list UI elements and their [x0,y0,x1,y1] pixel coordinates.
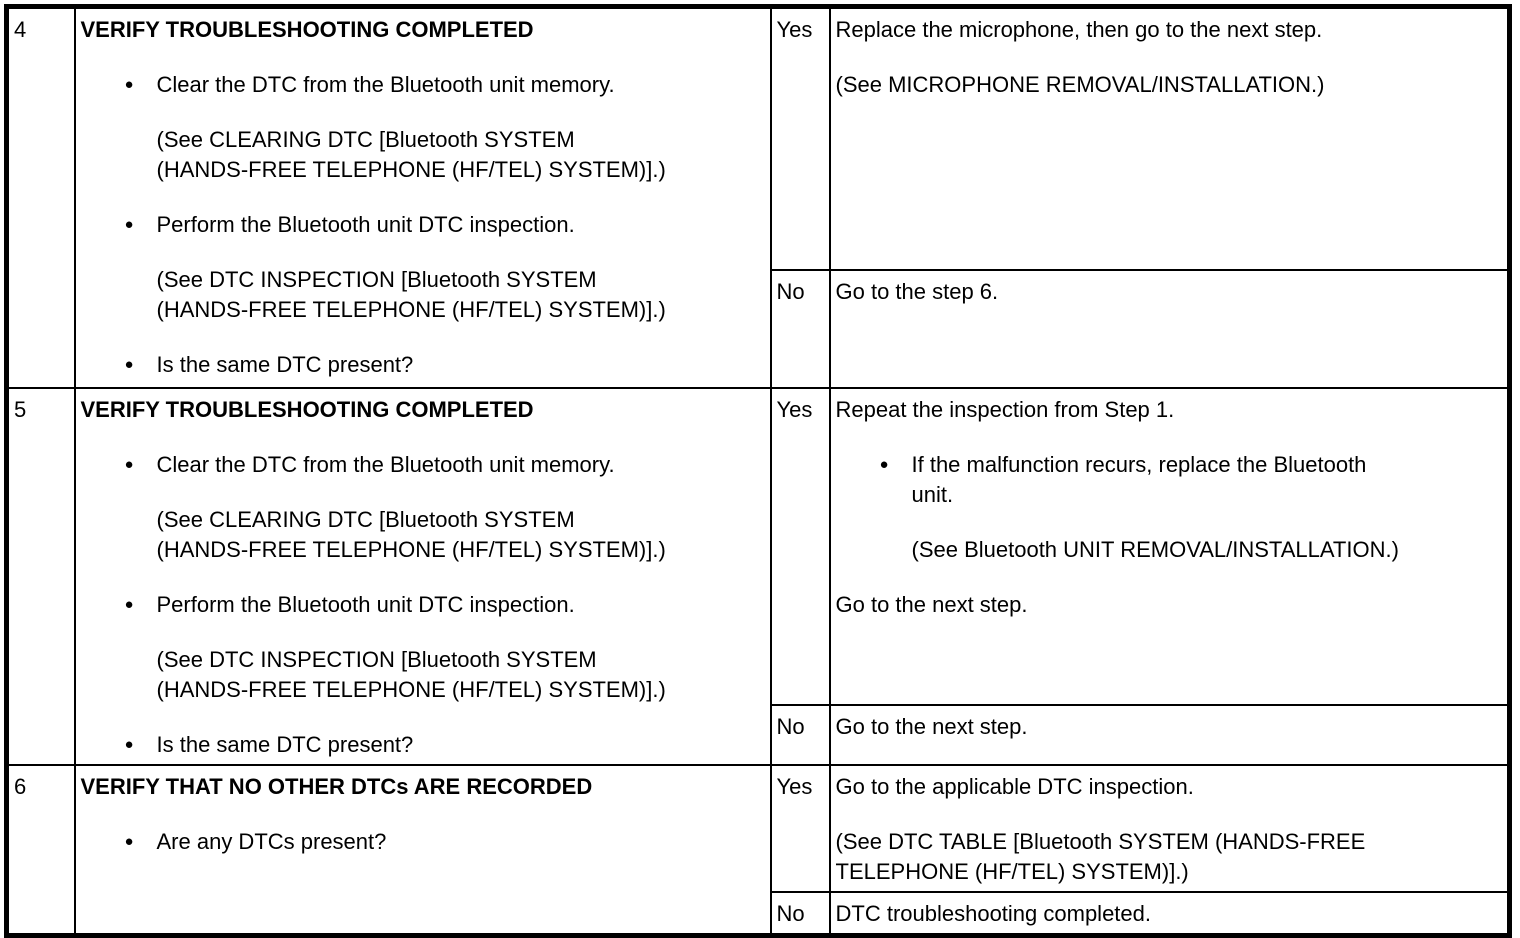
table-row: 5 VERIFY TROUBLESHOOTING COMPLETED ● Cle… [5,386,1511,766]
bullet-item: ● Are any DTCs present? [125,827,764,857]
bullet-text: Clear the DTC from the Bluetooth unit me… [156,72,615,97]
answer-yes-label: Yes [769,763,831,893]
inspection-cell: VERIFY THAT NO OTHER DTCs ARE RECORDED ●… [73,763,772,936]
bullet-item: ● Perform the Bluetooth unit DTC inspect… [125,590,764,620]
bullet-icon: ● [124,595,134,613]
inspection-title: VERIFY TROUBLESHOOTING COMPLETED [80,17,534,42]
bullet-icon: ● [879,455,889,473]
table-row: 4 VERIFY TROUBLESHOOTING COMPLETED ● Cle… [5,5,1511,389]
answer-yes-label: Yes [769,386,831,706]
bullet-text: If the malfunction recurs, replace the B… [911,451,1367,507]
action-cell-no: Go to the step 6. [828,268,1511,389]
see-reference: (See MICROPHONE REMOVAL/INSTALLATION.) [835,72,1325,97]
action-text: Replace the microphone, then go to the n… [835,17,1323,42]
action-text: Go to the next step. [835,713,1028,739]
bullet-item: ● Is the same DTC present? [125,350,764,380]
step-number: 5 [5,386,76,766]
bullet-icon: ● [124,735,134,753]
action-cell-yes: Replace the microphone, then go to the n… [828,5,1511,271]
bullet-icon: ● [124,356,134,373]
bullet-item: ● Clear the DTC from the Bluetooth unit … [125,70,764,100]
see-reference: (See DTC INSPECTION [Bluetooth SYSTEM (H… [156,267,666,322]
bullet-item: ● Perform the Bluetooth unit DTC inspect… [125,210,764,240]
action-cell-yes: Go to the applicable DTC inspection. (Se… [828,763,1511,893]
inspection-title: VERIFY TROUBLESHOOTING COMPLETED [80,396,534,422]
bullet-icon: ● [124,832,134,850]
see-reference: (See DTC TABLE [Bluetooth SYSTEM (HANDS-… [835,828,1366,884]
answer-no-label: No [769,703,831,766]
inspection-cell: VERIFY TROUBLESHOOTING COMPLETED ● Clear… [73,386,772,766]
bullet-item: ● Is the same DTC present? [125,730,764,760]
action-tail-text: Go to the next step. [835,591,1028,617]
answer-yes-label: Yes [769,5,831,271]
see-reference: (See DTC INSPECTION [Bluetooth SYSTEM (H… [156,646,666,702]
action-cell-no: Go to the next step. [828,703,1511,766]
see-reference: (See Bluetooth UNIT REMOVAL/INSTALLATION… [911,536,1399,562]
see-reference: (See CLEARING DTC [Bluetooth SYSTEM (HAN… [156,127,666,182]
bullet-icon: ● [124,455,134,473]
see-reference: (See CLEARING DTC [Bluetooth SYSTEM (HAN… [156,506,666,562]
step-number: 6 [5,763,76,936]
bullet-text: Are any DTCs present? [156,828,387,854]
step-number: 4 [5,5,76,389]
inspection-cell: VERIFY TROUBLESHOOTING COMPLETED ● Clear… [73,5,772,389]
table-row: No Go to the step 6. [7,268,1511,389]
action-text: Go to the applicable DTC inspection. [835,773,1194,799]
bullet-text: Perform the Bluetooth unit DTC inspectio… [156,591,575,617]
bullet-item: ● Clear the DTC from the Bluetooth unit … [125,450,764,480]
table-row: No DTC troubleshooting completed. [7,890,1511,936]
table-row: 6 VERIFY THAT NO OTHER DTCs ARE RECORDED… [5,763,1511,936]
action-cell-no: DTC troubleshooting completed. [828,890,1511,936]
bullet-icon: ● [124,216,134,233]
troubleshooting-table: 4 VERIFY TROUBLESHOOTING COMPLETED ● Cle… [4,4,1512,938]
bullet-text: Is the same DTC present? [156,352,414,377]
action-text: Repeat the inspection from Step 1. [835,396,1175,422]
answer-no-label: No [769,268,831,389]
action-cell-yes: Repeat the inspection from Step 1. ● If … [828,386,1511,706]
inspection-title: VERIFY THAT NO OTHER DTCs ARE RECORDED [80,773,593,799]
table-row: No Go to the next step. [7,703,1511,766]
action-text: Go to the step 6. [835,278,999,304]
action-text: DTC troubleshooting completed. [835,900,1152,926]
action-bullet-item: ● If the malfunction recurs, replace the… [880,450,1502,510]
bullet-text: Is the same DTC present? [156,731,414,757]
bullet-text: Perform the Bluetooth unit DTC inspectio… [156,212,575,237]
bullet-icon: ● [124,76,134,93]
answer-no-label: No [769,890,831,936]
bullet-text: Clear the DTC from the Bluetooth unit me… [156,451,615,477]
